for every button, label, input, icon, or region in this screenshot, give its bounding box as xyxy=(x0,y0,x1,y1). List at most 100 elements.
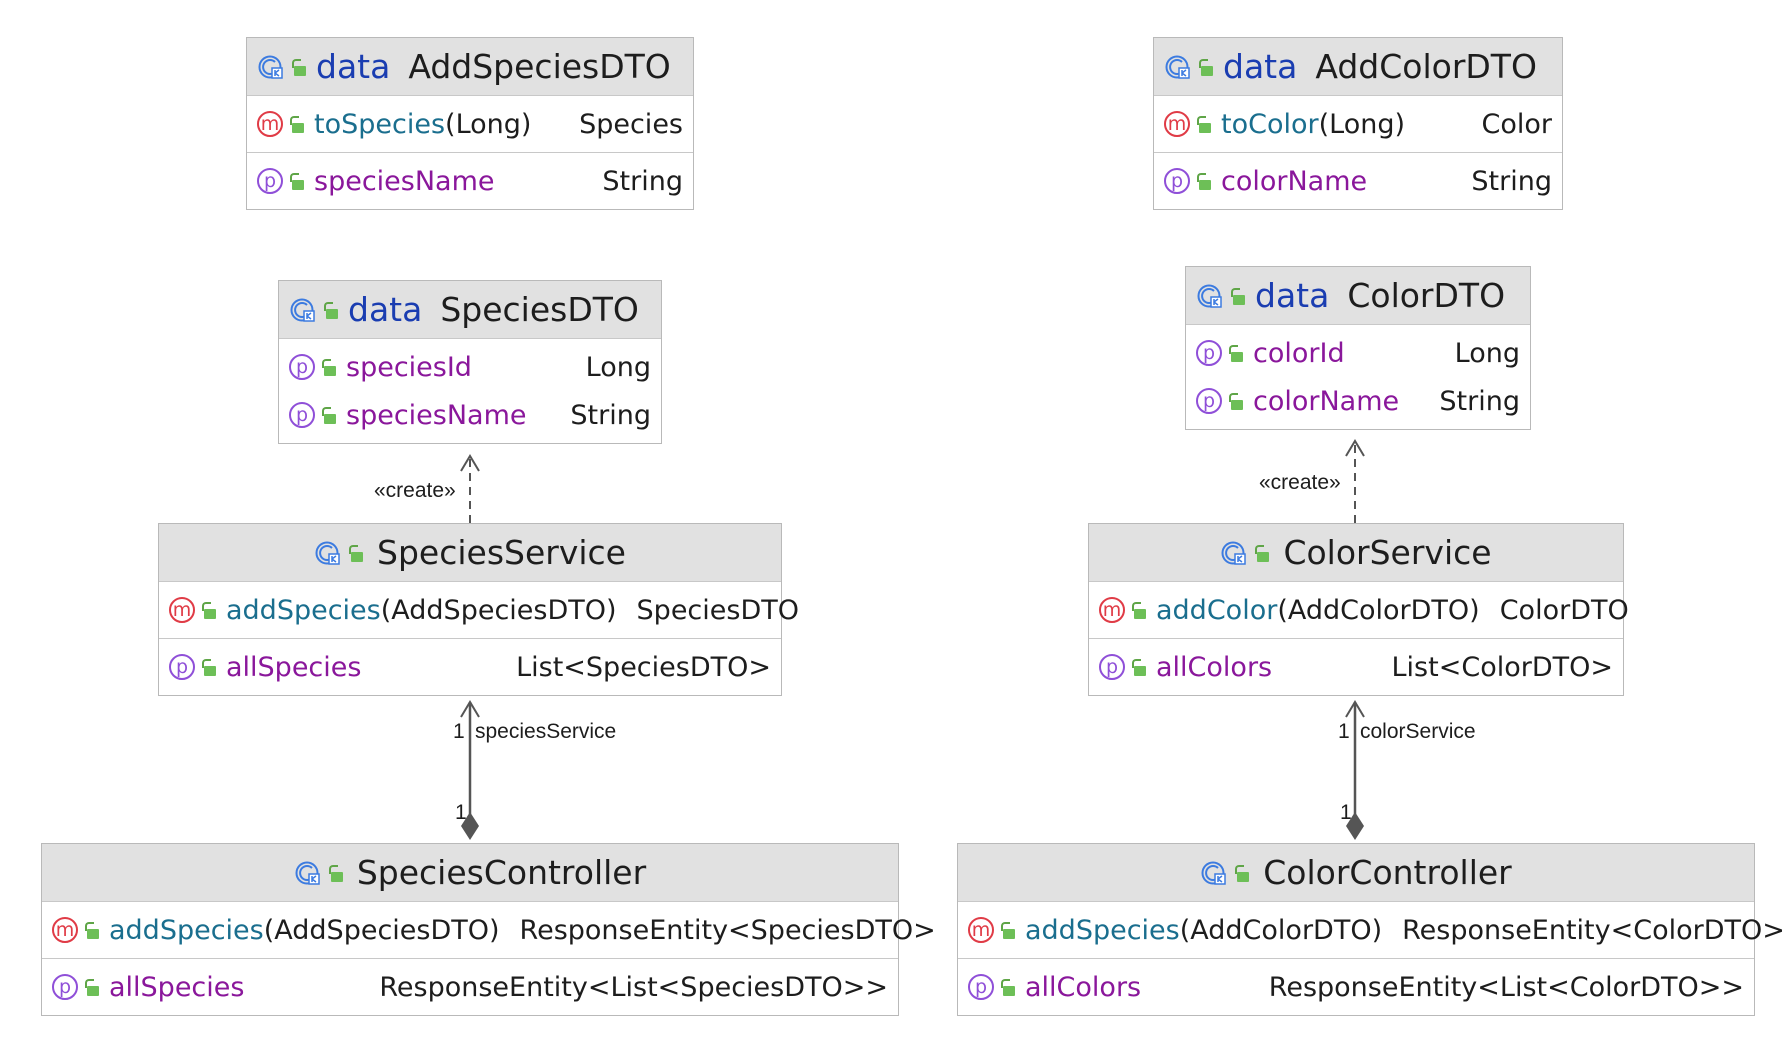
method-type: Species xyxy=(579,108,683,140)
property-type: String xyxy=(1471,165,1552,197)
class-add-color-dto[interactable]: data AddColorDTO m toColor(Long) Color p… xyxy=(1153,37,1563,210)
class-name: AddSpeciesDTO xyxy=(408,47,671,86)
class-color-dto[interactable]: data ColorDTO p colorId Long p colorName… xyxy=(1185,266,1531,430)
method-row[interactable]: m toSpecies(Long) Species xyxy=(247,100,693,148)
class-species-dto[interactable]: data SpeciesDTO p speciesId Long p speci… xyxy=(278,280,662,444)
class-header: SpeciesService xyxy=(159,524,781,582)
properties-section: p speciesName String xyxy=(247,152,693,209)
property-row[interactable]: p allColors List<ColorDTO> xyxy=(1089,643,1623,691)
class-icon xyxy=(1221,541,1247,565)
public-lock-icon xyxy=(1001,978,1015,996)
property-type: String xyxy=(602,165,683,197)
class-keyword: data xyxy=(1223,47,1298,86)
property-type: ResponseEntity<List<SpeciesDTO>> xyxy=(379,971,888,1003)
public-lock-icon xyxy=(290,172,304,190)
property-row[interactable]: p colorId Long xyxy=(1186,329,1530,377)
public-lock-icon xyxy=(1132,601,1146,619)
species-service-target-multiplicity: 1 xyxy=(453,720,465,743)
methods-section: m toColor(Long) Color xyxy=(1154,96,1562,152)
property-row[interactable]: p speciesId Long xyxy=(279,343,661,391)
property-name: colorName xyxy=(1253,385,1400,417)
class-name: ColorService xyxy=(1283,533,1492,572)
methods-section: m addSpecies(AddColorDTO) ResponseEntity… xyxy=(958,902,1785,958)
method-row[interactable]: m toColor(Long) Color xyxy=(1154,100,1562,148)
method-params: (AddColorDTO) xyxy=(1277,594,1480,626)
method-row[interactable]: m addSpecies(AddSpeciesDTO) ResponseEnti… xyxy=(42,906,936,954)
class-name: SpeciesService xyxy=(377,533,626,572)
property-type: ResponseEntity<List<ColorDTO>> xyxy=(1268,971,1744,1003)
property-name: colorName xyxy=(1221,165,1368,197)
methods-section: m addSpecies(AddSpeciesDTO) SpeciesDTO xyxy=(159,582,799,638)
class-name: SpeciesController xyxy=(356,853,647,892)
method-icon: m xyxy=(1164,111,1190,137)
species-create-arrowhead xyxy=(460,454,480,472)
property-name: speciesName xyxy=(314,165,495,197)
property-type: Long xyxy=(1454,337,1520,369)
methods-section: m addSpecies(AddSpeciesDTO) ResponseEnti… xyxy=(42,902,936,958)
property-name: speciesId xyxy=(346,351,472,383)
property-type: String xyxy=(570,399,651,431)
class-header: data SpeciesDTO xyxy=(279,281,661,339)
public-lock-icon xyxy=(85,921,99,939)
properties-section: p allSpecies ResponseEntity<List<Species… xyxy=(42,958,898,1015)
class-icon xyxy=(258,55,283,79)
method-row[interactable]: m addSpecies(AddSpeciesDTO) SpeciesDTO xyxy=(159,586,799,634)
property-row[interactable]: p colorName String xyxy=(1154,157,1562,205)
public-lock-icon xyxy=(1132,658,1146,676)
class-name: ColorDTO xyxy=(1347,276,1506,315)
property-name: allColors xyxy=(1025,971,1142,1003)
public-lock-icon xyxy=(85,978,99,996)
property-row[interactable]: p colorName String xyxy=(1186,377,1530,425)
property-row[interactable]: p allSpecies ResponseEntity<List<Species… xyxy=(42,963,898,1011)
public-lock-icon xyxy=(322,406,336,424)
class-icon xyxy=(1165,55,1190,79)
method-params: (Long) xyxy=(445,108,532,140)
property-name: allSpecies xyxy=(109,971,245,1003)
properties-section: p allColors List<ColorDTO> xyxy=(1089,638,1623,695)
property-name: allColors xyxy=(1156,651,1273,683)
property-icon: p xyxy=(257,168,283,194)
public-lock-icon xyxy=(328,864,343,882)
public-lock-icon xyxy=(202,601,216,619)
property-icon: p xyxy=(289,354,315,380)
color-service-role: colorService xyxy=(1360,720,1476,743)
property-row[interactable]: p speciesName String xyxy=(279,391,661,439)
class-add-species-dto[interactable]: data AddSpeciesDTO m toSpecies(Long) Spe… xyxy=(246,37,694,210)
public-lock-icon xyxy=(290,115,304,133)
class-color-controller[interactable]: ColorController m addSpecies(AddColorDTO… xyxy=(957,843,1785,1016)
class-species-controller[interactable]: SpeciesController m addSpecies(AddSpecie… xyxy=(41,843,936,1016)
method-type: ResponseEntity<ColorDTO> xyxy=(1402,914,1785,946)
method-params: (AddSpeciesDTO) xyxy=(263,914,500,946)
method-name: addSpecies xyxy=(109,914,264,946)
public-lock-icon xyxy=(349,544,364,562)
color-composition-diamond xyxy=(1346,812,1364,840)
method-type: ResponseEntity<SpeciesDTO> xyxy=(519,914,936,946)
public-lock-icon xyxy=(292,58,306,76)
class-keyword: data xyxy=(1255,276,1330,315)
class-icon xyxy=(1201,861,1226,885)
class-name: ColorController xyxy=(1263,853,1512,892)
properties-section: p allSpecies List<SpeciesDTO> xyxy=(159,638,781,695)
class-color-service[interactable]: ColorService m addColor(AddColorDTO) Col… xyxy=(1088,523,1629,696)
properties-section: p allColors ResponseEntity<List<ColorDTO… xyxy=(958,958,1754,1015)
property-row[interactable]: p allColors ResponseEntity<List<ColorDTO… xyxy=(958,963,1754,1011)
method-row[interactable]: m addSpecies(AddColorDTO) ResponseEntity… xyxy=(958,906,1785,954)
class-species-service[interactable]: SpeciesService m addSpecies(AddSpeciesDT… xyxy=(158,523,799,696)
property-type: Long xyxy=(585,351,651,383)
public-lock-icon xyxy=(1229,344,1243,362)
public-lock-icon xyxy=(324,301,338,319)
color-create-arrowhead xyxy=(1345,439,1365,457)
properties-section: p speciesId Long p speciesName String xyxy=(279,339,661,443)
class-icon xyxy=(315,541,340,565)
property-type: List<ColorDTO> xyxy=(1391,651,1613,683)
class-name: AddColorDTO xyxy=(1315,47,1537,86)
method-type: Color xyxy=(1481,108,1553,140)
class-header: ColorController xyxy=(958,844,1754,902)
property-row[interactable]: p allSpecies List<SpeciesDTO> xyxy=(159,643,781,691)
property-icon: p xyxy=(1196,340,1222,366)
property-icon: p xyxy=(289,402,315,428)
property-row[interactable]: p speciesName String xyxy=(247,157,693,205)
method-row[interactable]: m addColor(AddColorDTO) ColorDTO xyxy=(1089,586,1629,634)
method-name: toSpecies xyxy=(314,108,446,140)
